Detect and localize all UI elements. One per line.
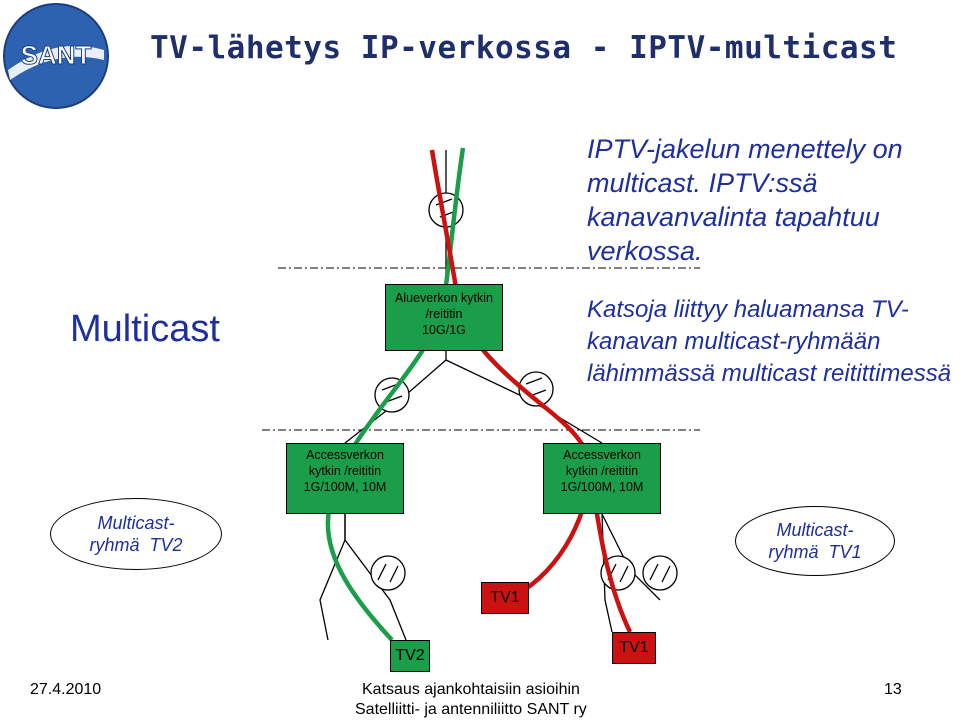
footer-line-2: Satelliitti- ja antenniliitto SANT ry xyxy=(355,701,587,718)
svg-text:SANT: SANT xyxy=(21,40,92,70)
footer-date: 27.4.2010 xyxy=(30,681,102,698)
multicast-label: Multicast xyxy=(70,308,220,350)
core-line-3: 10G/1G xyxy=(422,323,466,337)
access-router-left: Accessverkon kytkin /reititin 1G/100M, 1… xyxy=(286,443,404,514)
access-right-line-3: 1G/100M, 10M xyxy=(560,480,644,494)
access-right-line-2: kytkin /reititin xyxy=(565,464,639,478)
group-tv1-line-2: ryhmä TV1 xyxy=(768,542,862,562)
multicast-group-tv2: Multicast- ryhmä TV2 xyxy=(50,498,222,570)
access-router-right: Accessverkon kytkin /reititin 1G/100M, 1… xyxy=(543,443,661,514)
tv1-box-right: TV1 xyxy=(612,632,656,664)
tv1-box-middle: TV1 xyxy=(481,582,529,614)
core-line-2: /reititin xyxy=(425,307,463,321)
access-left-line-1: Accessverkon xyxy=(306,448,384,462)
group-tv2-line-2: ryhmä TV2 xyxy=(89,535,183,555)
group-tv1-line-1: Multicast- xyxy=(776,520,854,540)
sant-logo: SANT xyxy=(3,3,109,109)
access-left-line-3: 1G/100M, 10M xyxy=(303,480,387,494)
group-tv2-line-1: Multicast- xyxy=(97,513,175,533)
tv2-box: TV2 xyxy=(390,640,430,672)
page-title: TV-lähetys IP-verkossa - IPTV-multicast xyxy=(150,30,898,66)
access-left-line-2: kytkin /reititin xyxy=(308,464,382,478)
paragraph-join: Katsoja liittyy haluamansa TV-kanavan mu… xyxy=(587,296,952,387)
core-line-1: Alueverkon kytkin xyxy=(395,291,493,305)
paragraph-multicast: IPTV-jakelun menettely on multicast. IPT… xyxy=(587,134,903,266)
multicast-group-tv1: Multicast- ryhmä TV1 xyxy=(735,506,895,576)
access-right-line-1: Accessverkon xyxy=(563,448,641,462)
page-number: 13 xyxy=(884,681,902,698)
footer-line-1: Katsaus ajankohtaisiin asioihin xyxy=(362,681,580,698)
tv1-stream-path xyxy=(429,149,593,603)
core-router-box: Alueverkon kytkin /reititin 10G/1G xyxy=(385,284,503,351)
